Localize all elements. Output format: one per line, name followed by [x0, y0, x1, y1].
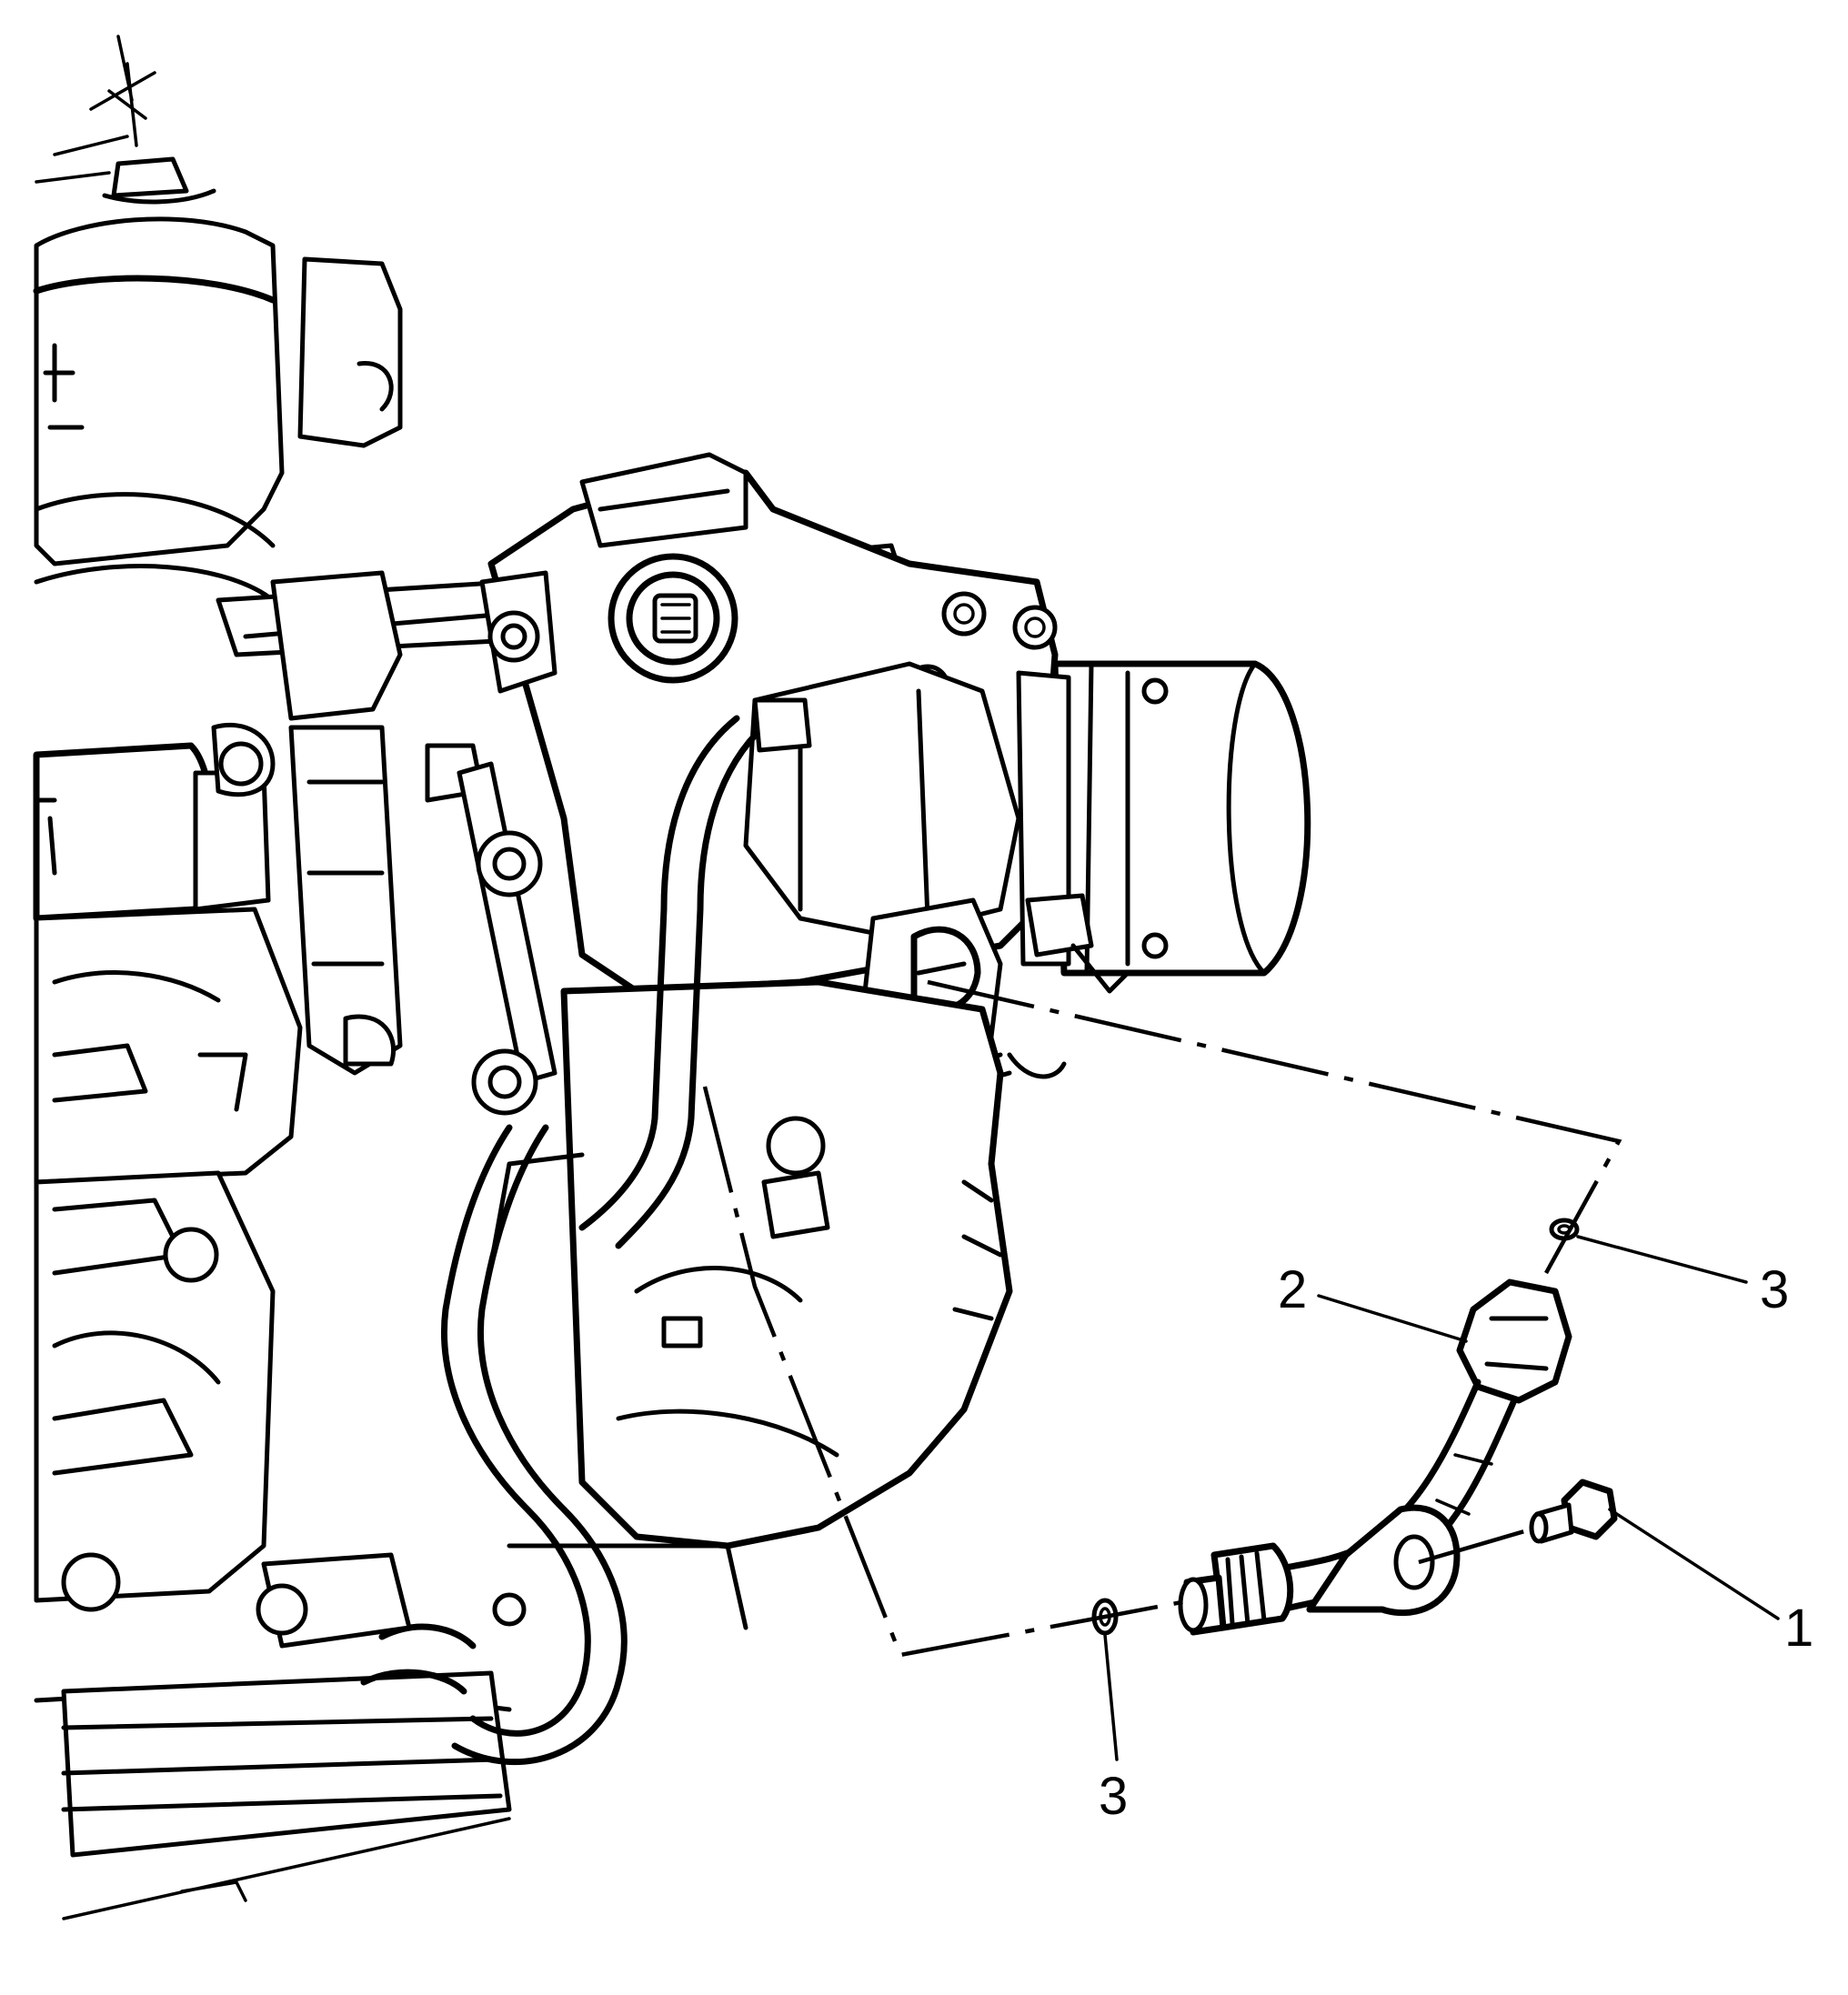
leader-3-upper	[1576, 1235, 1748, 1284]
bolt	[1529, 1479, 1618, 1544]
callout-2: 2	[1278, 1260, 1307, 1319]
callout-1: 1	[1784, 1599, 1813, 1658]
installation-paths	[702, 979, 1622, 1658]
callout-leaders	[1103, 1235, 1780, 1761]
engine-block	[33, 35, 1311, 1920]
leader-1	[1608, 1508, 1780, 1620]
callout-3-upper: 3	[1760, 1260, 1789, 1319]
callout-3-lower: 3	[1099, 1767, 1128, 1826]
hose-assembly	[1178, 1278, 1572, 1636]
leader-3-lower	[1103, 1633, 1119, 1761]
leader-2	[1317, 1294, 1468, 1343]
